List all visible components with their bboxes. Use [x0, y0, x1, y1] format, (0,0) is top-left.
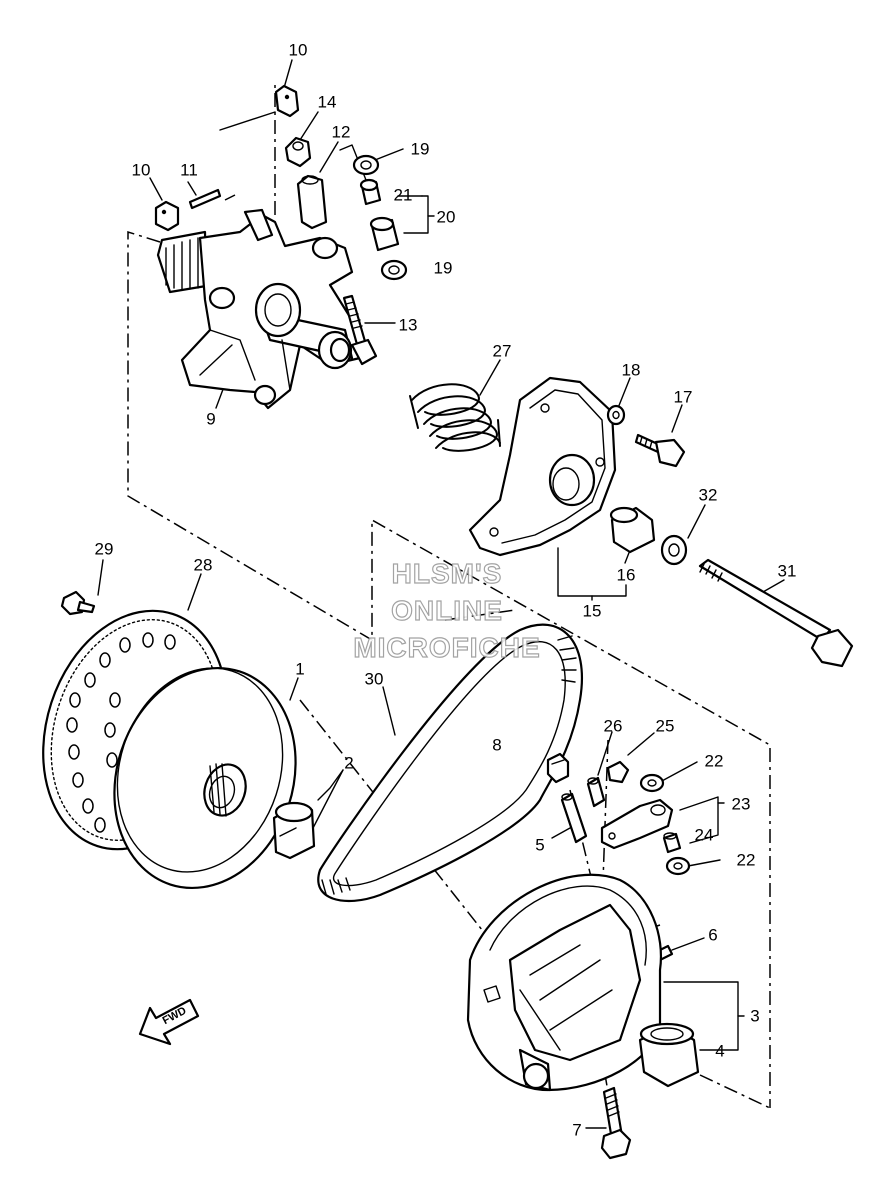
ring-gear-bolt [60, 590, 96, 616]
washer-upper [352, 154, 380, 176]
callout-18: 18 [621, 360, 641, 380]
arm-roller [662, 832, 682, 854]
callout-14: 14 [317, 92, 337, 112]
callout-19-lower: 19 [433, 258, 453, 278]
callout-23: 23 [731, 794, 751, 814]
weight-cap-left [154, 200, 180, 232]
callout-6: 6 [708, 925, 718, 945]
sheave-collar [272, 801, 316, 860]
watermark-line-2: ONLINE [391, 595, 503, 626]
callout-5: 5 [535, 835, 545, 855]
guide-pin [560, 792, 588, 844]
small-pin [586, 776, 606, 808]
callout-25: 25 [655, 716, 675, 736]
movable-sheave [466, 873, 662, 1092]
callout-4: 4 [715, 1041, 725, 1061]
weight-pin [296, 174, 328, 230]
watermark-line-1: HLSM'S [391, 558, 503, 589]
callout-21: 21 [393, 185, 413, 205]
lock-nut [284, 136, 312, 168]
weight-cap-upper [274, 84, 300, 118]
callout-30: 30 [364, 669, 384, 689]
callout-7: 7 [572, 1120, 582, 1140]
clutch-long-bolt [698, 558, 854, 668]
sheave-bushing [638, 1022, 700, 1088]
spider-hub-assembly [156, 208, 362, 410]
roller-small [359, 178, 382, 206]
callout-24: 24 [694, 825, 714, 845]
callout-2: 2 [344, 753, 354, 773]
callout-1: 1 [295, 659, 305, 679]
callout-22-upper: 22 [704, 751, 724, 771]
callout-19-upper: 19 [410, 139, 430, 159]
cap-bushing [609, 506, 656, 554]
grease-plug [546, 752, 570, 784]
callout-8: 8 [492, 735, 502, 755]
forward-arrow-icon [138, 998, 200, 1046]
callout-3: 3 [750, 1006, 760, 1026]
roller-pin [188, 188, 222, 210]
callout-10-upper: 10 [288, 40, 308, 60]
callout-17: 17 [673, 387, 693, 407]
callout-13: 13 [398, 315, 418, 335]
ramp-arm [600, 798, 674, 850]
callout-15: 15 [582, 601, 602, 621]
callout-22-lower: 22 [736, 850, 756, 870]
callout-20: 20 [436, 207, 456, 227]
watermark-line-3: MICROFICHE [353, 632, 541, 663]
callout-16: 16 [616, 565, 636, 585]
callout-12: 12 [331, 122, 351, 142]
callout-29: 29 [94, 539, 114, 559]
fixed-sheave [113, 666, 297, 890]
drive-belt [317, 623, 583, 903]
compression-spring [409, 383, 501, 452]
sheave-bolt [600, 1086, 632, 1160]
callout-26: 26 [603, 716, 623, 736]
callout-32: 32 [698, 485, 718, 505]
arm-washer-upper [639, 773, 665, 793]
arm-washer-lower [665, 856, 691, 876]
leader-lines [97, 59, 785, 1129]
washer-cap [606, 404, 626, 426]
roller-large [369, 216, 400, 252]
callout-10-left: 10 [131, 160, 151, 180]
washer-shaft [660, 534, 688, 566]
secondary-cap [468, 376, 617, 557]
callout-27: 27 [492, 341, 512, 361]
callout-11: 11 [180, 160, 198, 180]
callout-9: 9 [206, 409, 216, 429]
arm-bolt [606, 760, 630, 784]
spider-bolt [342, 294, 378, 366]
callout-28: 28 [193, 555, 213, 575]
callout-31: 31 [777, 561, 797, 581]
washer-lower [380, 259, 408, 281]
cap-bolt [634, 433, 686, 468]
